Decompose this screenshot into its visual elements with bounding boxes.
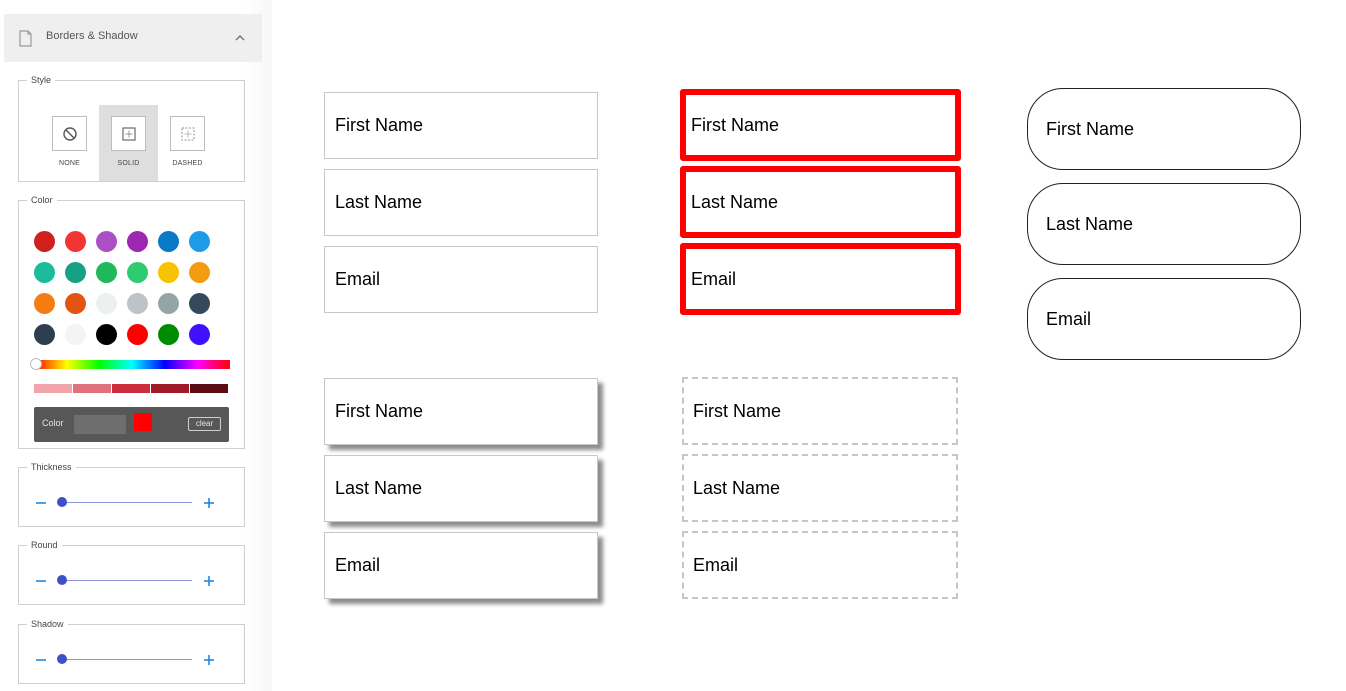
rounded-first-name-field[interactable]: First Name: [1027, 88, 1301, 170]
thickness-decrease-icon[interactable]: [35, 496, 47, 508]
hue-slider[interactable]: [34, 360, 230, 369]
style-option-label: NONE: [58, 160, 81, 167]
color-swatch[interactable]: [158, 324, 179, 345]
thickness-slider-track[interactable]: [59, 502, 192, 503]
color-swatch[interactable]: [34, 293, 55, 314]
shade-swatch[interactable]: [190, 384, 228, 393]
style-option-dashed[interactable]: DASHED: [158, 105, 217, 181]
shade-swatch[interactable]: [151, 384, 189, 393]
round-legend: Round: [31, 540, 58, 550]
none-icon: [52, 116, 87, 151]
shade-swatch[interactable]: [73, 384, 111, 393]
dashed-email-field[interactable]: Email: [682, 531, 958, 599]
color-swatch[interactable]: [127, 231, 148, 252]
document-icon: [18, 30, 34, 47]
color-swatch[interactable]: [189, 324, 210, 345]
panel-title: Borders & Shadow: [46, 30, 138, 42]
thickness-group: Thickness: [18, 462, 245, 527]
color-swatch[interactable]: [189, 231, 210, 252]
color-swatch[interactable]: [158, 231, 179, 252]
plain-first-name-field[interactable]: First Name: [324, 92, 598, 159]
shade-swatch[interactable]: [34, 384, 72, 393]
color-swatch[interactable]: [65, 293, 86, 314]
shadow-slider-handle[interactable]: [56, 654, 67, 664]
color-swatch[interactable]: [96, 324, 117, 345]
thickness-increase-icon[interactable]: [203, 496, 215, 508]
color-swatch[interactable]: [65, 231, 86, 252]
color-legend: Color: [31, 195, 53, 205]
color-swatch[interactable]: [34, 262, 55, 283]
color-swatch[interactable]: [65, 262, 86, 283]
panel-edge-shade: [245, 0, 272, 691]
color-input-row: Color clear: [34, 407, 229, 442]
color-swatch[interactable]: [96, 293, 117, 314]
plain-email-field[interactable]: Email: [324, 246, 598, 313]
color-hex-input[interactable]: [74, 415, 126, 434]
plain-last-name-field[interactable]: Last Name: [324, 169, 598, 236]
round-increase-icon[interactable]: [203, 574, 215, 586]
rounded-email-field[interactable]: Email: [1027, 278, 1301, 360]
color-input-label: Color: [42, 418, 64, 428]
chevron-up-icon[interactable]: [233, 31, 247, 45]
style-legend: Style: [31, 75, 52, 85]
color-swatch[interactable]: [158, 293, 179, 314]
rounded-last-name-field[interactable]: Last Name: [1027, 183, 1301, 265]
color-swatch[interactable]: [189, 262, 210, 283]
shadow-first-name-field[interactable]: First Name: [324, 378, 598, 445]
color-swatch[interactable]: [65, 324, 86, 345]
shadow-increase-icon[interactable]: [203, 653, 215, 665]
red-border-first-name-field[interactable]: First Name: [680, 89, 961, 161]
hue-slider-handle[interactable]: [30, 358, 42, 370]
color-swatch[interactable]: [158, 262, 179, 283]
round-slider-handle[interactable]: [56, 575, 67, 585]
shadow-last-name-field[interactable]: Last Name: [324, 455, 598, 522]
dashed-first-name-field[interactable]: First Name: [682, 377, 958, 445]
color-swatch[interactable]: [34, 231, 55, 252]
red-border-email-field[interactable]: Email: [680, 243, 961, 315]
color-swatch[interactable]: [127, 324, 148, 345]
thickness-legend: Thickness: [31, 462, 72, 472]
shadow-group: Shadow: [18, 619, 245, 684]
color-group: Color Color clear: [18, 195, 245, 449]
round-group: Round: [18, 540, 245, 605]
style-group: Style NONE SOLID DASHED: [18, 75, 245, 182]
color-swatch[interactable]: [96, 262, 117, 283]
round-decrease-icon[interactable]: [35, 574, 47, 586]
round-slider-track[interactable]: [59, 580, 192, 581]
style-option-solid[interactable]: SOLID: [99, 105, 158, 181]
shadow-legend: Shadow: [31, 619, 64, 629]
style-option-label: DASHED: [172, 160, 203, 167]
red-border-last-name-field[interactable]: Last Name: [680, 166, 961, 238]
shade-swatch[interactable]: [112, 384, 150, 393]
style-option-none[interactable]: NONE: [40, 105, 99, 181]
clear-color-button[interactable]: clear: [188, 417, 221, 431]
color-swatch[interactable]: [127, 262, 148, 283]
thickness-slider-handle[interactable]: [56, 497, 67, 507]
color-swatch[interactable]: [96, 231, 117, 252]
color-swatch[interactable]: [34, 324, 55, 345]
dashed-last-name-field[interactable]: Last Name: [682, 454, 958, 522]
color-swatch[interactable]: [189, 293, 210, 314]
shadow-email-field[interactable]: Email: [324, 532, 598, 599]
borders-shadow-panel: Borders & Shadow Style NONE SOLID DASHED: [0, 0, 272, 691]
panel-header[interactable]: Borders & Shadow: [4, 14, 262, 62]
shadow-slider-track[interactable]: [59, 659, 192, 660]
color-preview: [134, 413, 152, 431]
color-swatch[interactable]: [127, 293, 148, 314]
solid-border-icon: [111, 116, 146, 151]
dashed-border-icon: [170, 116, 205, 151]
style-option-label: SOLID: [117, 160, 140, 167]
shadow-decrease-icon[interactable]: [35, 653, 47, 665]
